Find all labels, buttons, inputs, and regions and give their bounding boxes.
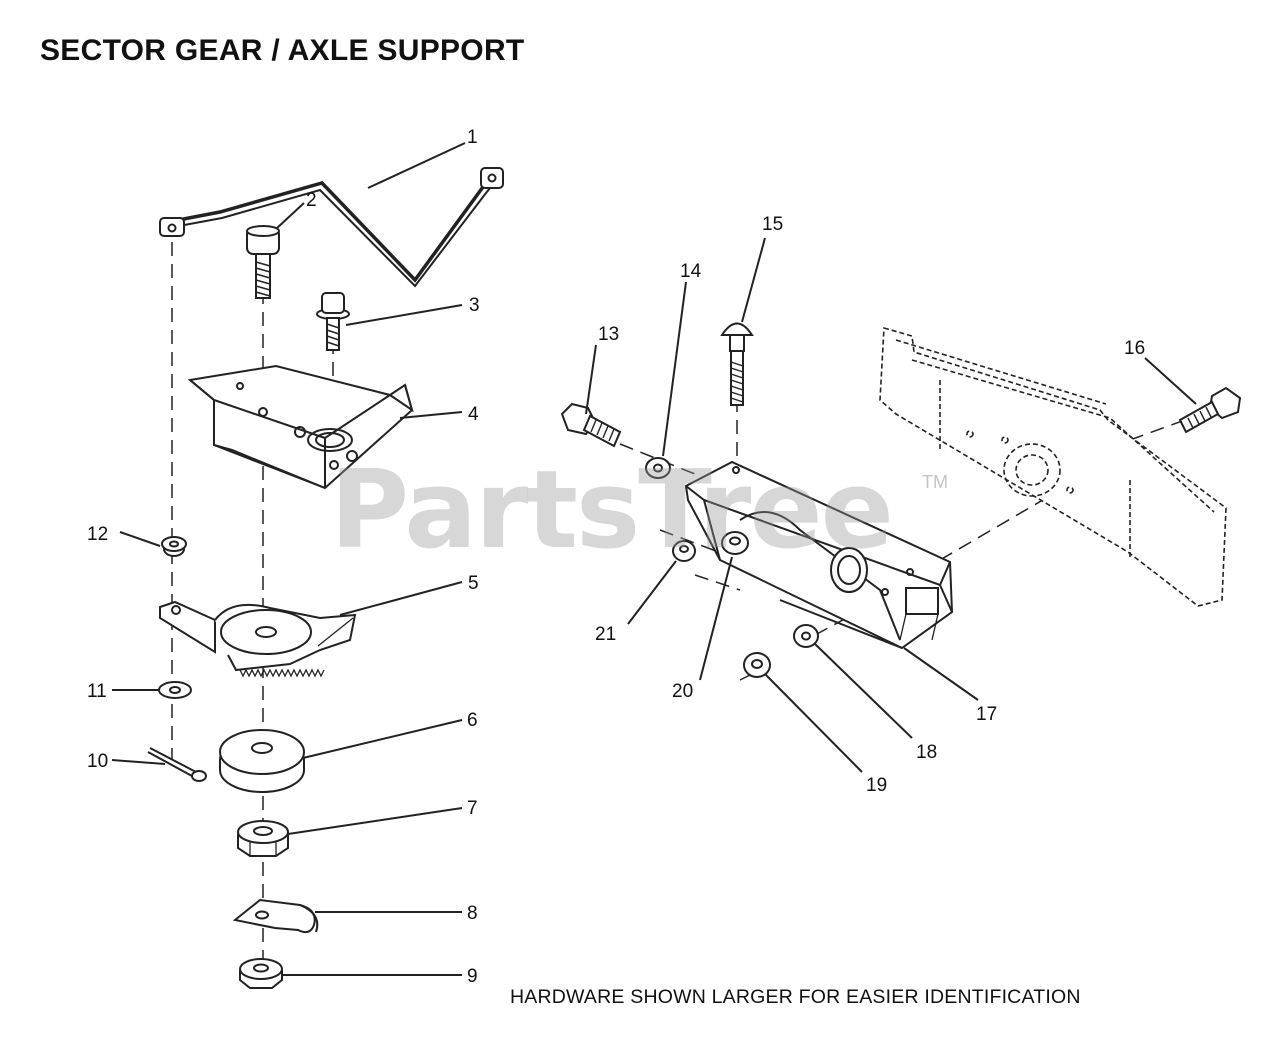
part-19-nut (743, 652, 771, 678)
callout-10: 10 (87, 751, 108, 772)
callout-20: 20 (672, 681, 693, 702)
callout-5: 5 (468, 573, 479, 594)
part-16-bolt (1178, 386, 1242, 434)
callout-8: 8 (467, 903, 478, 924)
callout-18: 18 (916, 742, 937, 763)
watermark-text: PartsTree (330, 448, 894, 573)
part-5-sector-gear (159, 600, 357, 678)
part-9-nut (239, 958, 283, 989)
callout-1: 1 (467, 127, 478, 148)
callout-21: 21 (595, 624, 616, 645)
page-title: SECTOR GEAR / AXLE SUPPORT (40, 34, 525, 67)
part-6-thrust-washer (219, 729, 305, 793)
part-1-drag-link (159, 167, 504, 288)
callout-19: 19 (866, 775, 887, 796)
part-17-axle-support (684, 460, 954, 650)
callout-13: 13 (598, 324, 619, 345)
part-2-bolt (246, 225, 280, 299)
frame-rail (879, 326, 1227, 607)
part-21-nut (672, 540, 696, 562)
callout-16: 16 (1124, 338, 1145, 359)
part-4-bracket (187, 364, 414, 490)
callout-2: 2 (306, 190, 317, 211)
watermark-trademark: TM (922, 472, 948, 492)
part-7-nut (237, 820, 289, 857)
part-11-washer (158, 681, 192, 699)
part-12-flange-nut (161, 536, 187, 557)
callout-6: 6 (467, 710, 478, 731)
callout-15: 15 (762, 214, 783, 235)
part-18-washer (793, 624, 819, 648)
callout-7: 7 (467, 798, 478, 819)
part-20-nut (721, 531, 749, 555)
callout-3: 3 (469, 295, 480, 316)
callout-9: 9 (467, 966, 478, 987)
part-3-flange-bolt (316, 292, 350, 351)
part-15-carriage-bolt (720, 322, 754, 406)
callout-12: 12 (87, 524, 108, 545)
callout-4: 4 (468, 404, 479, 425)
leader-lines (111, 142, 1197, 976)
part-14-washer (645, 457, 671, 479)
part-10-cotter-pin (147, 747, 207, 782)
callout-numbers: 1 2 3 4 5 6 7 8 9 10 11 12 13 14 15 16 1… (87, 127, 1145, 987)
callout-14: 14 (680, 261, 702, 282)
callout-11: 11 (87, 681, 107, 702)
part-8-clip (232, 898, 319, 934)
footnote: HARDWARE SHOWN LARGER FOR EASIER IDENTIF… (510, 986, 1081, 1008)
callout-17: 17 (976, 704, 997, 725)
part-13-bolt (560, 402, 622, 448)
